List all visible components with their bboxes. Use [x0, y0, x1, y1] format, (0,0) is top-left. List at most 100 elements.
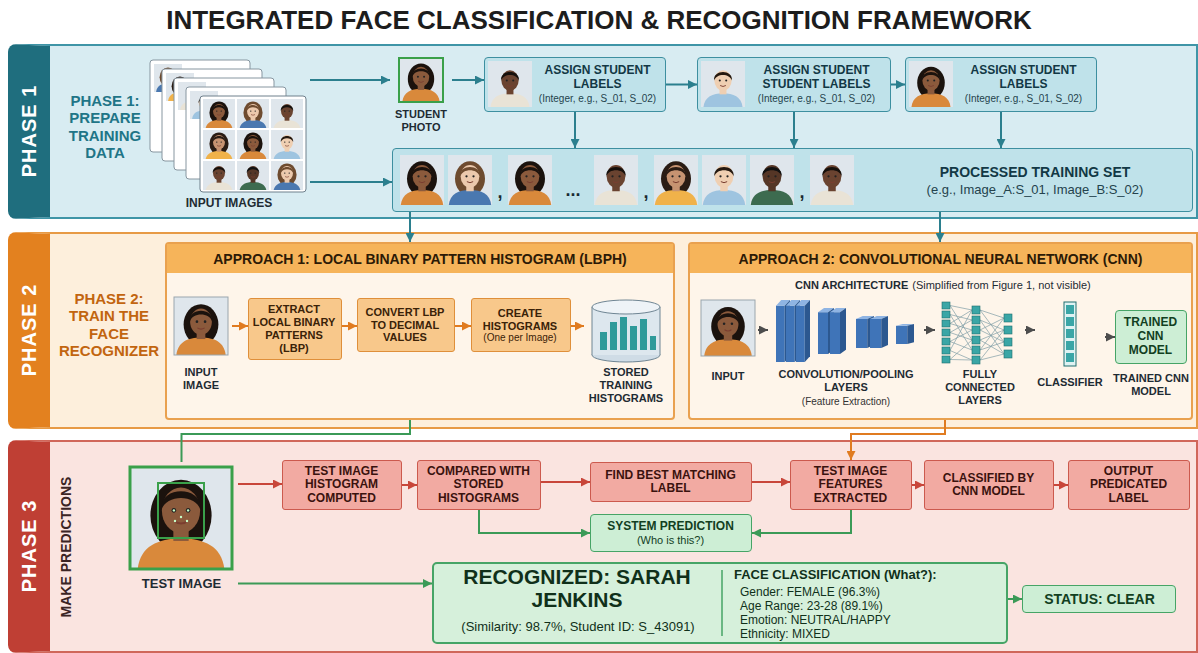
illustration-part	[856, 316, 874, 348]
node-label: INPUT IMAGE	[166, 366, 236, 392]
text-slot: Ethnicity: MIXED	[740, 627, 1002, 641]
database-node: STORED TRAINING HISTOGRAMS	[584, 298, 668, 412]
process-box: CONVERT LBP TO DECIMAL VALUES	[357, 298, 455, 352]
node-label: SYSTEM PREDICTION	[607, 520, 734, 534]
illustration-part	[237, 98, 269, 130]
illustration-part	[701, 300, 755, 356]
illustration-part	[700, 61, 746, 107]
separator-mark: ,	[643, 182, 648, 203]
node-label: FULLY CONNECTED LAYERS	[931, 368, 1029, 408]
text-slot: CLASSIFIER	[1031, 376, 1109, 389]
illustration-part	[200, 96, 306, 192]
node-label: (Who is this?)	[637, 534, 704, 546]
node-label: (Feature Extraction)	[764, 396, 928, 407]
illustration-part	[203, 160, 235, 192]
text-slot: (Feature Extraction)	[764, 396, 928, 407]
illustration-part	[796, 300, 810, 362]
illustration-part	[399, 58, 443, 102]
illustration-part	[174, 78, 274, 170]
process-box: FIND BEST MATCHING LABEL	[590, 462, 752, 502]
illustration-part	[650, 336, 656, 350]
illustration-part	[186, 87, 286, 179]
separator-mark: ,	[799, 182, 804, 203]
node-label: TEST IMAGE HISTOGRAM COMPUTED	[287, 465, 396, 505]
illustration-part	[950, 306, 1004, 361]
illustration-part	[592, 307, 593, 355]
illustration-part	[896, 324, 914, 344]
illustration-part	[942, 338, 950, 345]
node-label: TRAINED CNN MODEL	[1120, 316, 1181, 357]
illustration-part	[870, 316, 888, 348]
classifier-node: CLASSIFIER	[1035, 295, 1105, 413]
phase-band: INPUT IMAGEEXTRACT LOCAL BINARY PATTERNS…	[8, 232, 1198, 429]
illustration-part	[162, 69, 262, 161]
node-label: APPROACH 1: LOCAL BINARY PATTERN HISTOGR…	[167, 244, 673, 273]
node-label: (Integer, e.g., S_01, S_02)	[758, 93, 875, 105]
node-label: Emotion: NEUTRAL/HAPPY	[740, 613, 1002, 627]
illustration-part	[187, 509, 189, 511]
student-photo	[399, 58, 443, 102]
process-box: COMPARED WITH STORED HISTOGRAMS	[417, 460, 541, 510]
illustration-part	[592, 300, 660, 314]
flow-arrow	[912, 484, 924, 486]
illustration-part	[942, 311, 950, 318]
photo-node: INPUT IMAGE	[170, 293, 232, 401]
node-label: OUTPUT PREDICATED LABEL	[1073, 465, 1184, 505]
text-slot: STATUS: CLEAR	[1044, 591, 1155, 607]
flow-arrow	[455, 325, 471, 327]
node-label: CONVOLUTION/POOLING LAYERS	[764, 368, 928, 394]
text-slot: INPUT IMAGES	[148, 196, 310, 210]
node-label: Ethnicity: MIXED	[740, 627, 1002, 641]
flow-arrow	[238, 483, 282, 485]
text-slot: TEST IMAGE	[121, 576, 242, 592]
node-label: FIND BEST MATCHING LABEL	[595, 469, 746, 496]
node-label: PROCESSED TRAINING SET	[940, 164, 1131, 180]
flow-arrow	[793, 112, 795, 148]
flow-arrow	[1105, 336, 1115, 338]
illustration-part	[972, 326, 980, 334]
node-label: (e.g., Image_A:S_01, Image_B:S_02)	[927, 182, 1144, 197]
illustration-part	[830, 308, 846, 354]
node-label: Gender: FEMALE (96.3%)	[740, 585, 1002, 599]
node-label: CREATE HISTOGRAMS	[475, 307, 565, 333]
process-box: ASSIGN STUDENT STUDENT LABELS(Integer, e…	[697, 57, 891, 112]
node-label: Age Range: 23-28 (89.1%)	[740, 599, 1002, 613]
model-box: TRAINED CNN MODELTRAINED CNN MODEL	[1115, 310, 1187, 364]
illustration-part	[942, 320, 950, 327]
flow-arrow	[479, 510, 590, 533]
illustration-part	[972, 356, 980, 364]
process-box: TEST IMAGE FEATURES EXTRACTED	[790, 460, 912, 510]
node-label: TRAINED CNN MODEL	[1108, 372, 1194, 398]
illustration-part	[747, 155, 797, 205]
separator-mark: ,	[497, 182, 502, 203]
text-slot: TEST IMAGE FEATURES EXTRACTED	[795, 465, 906, 505]
diagram-title: INTEGRATED FACE CLASSIFICATION & RECOGNI…	[0, 5, 1198, 36]
photo-node: STUDENT PHOTO	[390, 55, 452, 143]
illustration-part	[1066, 353, 1074, 362]
illustration-part	[610, 322, 617, 350]
node-label: (Integer, e.g., S_01, S_02)	[539, 93, 656, 105]
text-slot: (Integer, e.g., S_01, S_02)	[965, 92, 1082, 105]
illustration-part	[271, 160, 303, 192]
text-slot: (Similarity: 98.7%, Student ID: S_43091)	[436, 619, 720, 634]
node-label: PHASE 1	[18, 85, 41, 178]
process-box: ASSIGN STUDENT LABELS(Integer, e.g., S_0…	[905, 57, 1097, 112]
result-box: RECOGNIZED: SARAH JENKINS(Similarity: 98…	[432, 562, 1008, 644]
illustration-part	[166, 73, 194, 101]
text-slot: ASSIGN STUDENT STUDENT LABELS	[748, 64, 885, 92]
node-label: CNN ARCHITECTURE	[795, 279, 908, 291]
status-box: STATUS: CLEAR	[1022, 585, 1176, 613]
flow-arrow	[666, 84, 697, 86]
text-slot: CONVOLUTION/POOLING LAYERS	[764, 368, 928, 394]
text-slot: TRAINED CNN MODEL	[1108, 372, 1194, 398]
illustration-part	[651, 155, 701, 205]
flow-arrow	[1000, 112, 1002, 148]
node-label: APPROACH 2: CONVOLUTIONAL NEURAL NETWORK…	[690, 244, 1191, 273]
fully-connected-net	[942, 302, 1012, 364]
illustration-part	[130, 467, 232, 569]
node-label: PHASE 2	[18, 284, 41, 377]
node-label: STATUS: CLEAR	[1044, 591, 1155, 607]
illustration-part	[630, 326, 637, 350]
lbph-input-photo	[172, 297, 230, 355]
